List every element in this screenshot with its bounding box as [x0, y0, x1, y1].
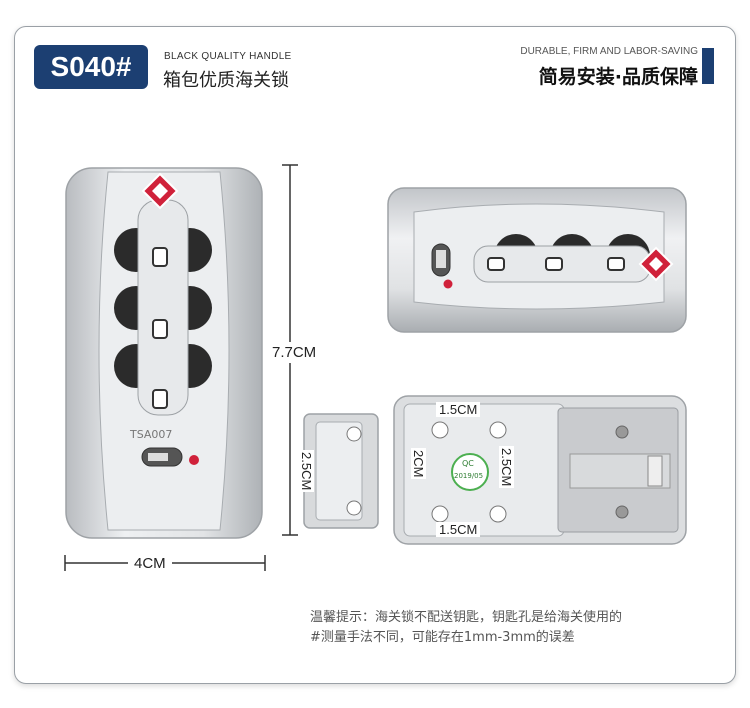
subtitle-cn: 箱包优质海关锁: [163, 70, 289, 91]
qc-sticker-date: 2019/05: [454, 472, 483, 480]
note-line-1: 温馨提示：海关锁不配送钥匙，钥匙孔是给海关使用的: [310, 610, 623, 625]
slogan-accent-bar: [702, 48, 714, 84]
back-inner-label: 2CM: [411, 448, 426, 480]
side-bracket-image: [303, 413, 379, 529]
slogan-en: DURABLE, FIRM AND LABOR-SAVING: [520, 46, 698, 57]
subtitle-en: BLACK QUALITY HANDLE: [164, 51, 292, 62]
back-width-bottom-label: 1.5CM: [436, 522, 481, 537]
qc-sticker-label: QC: [462, 459, 474, 468]
height-dimension-label: 7.7CM: [272, 342, 317, 363]
note-line-2: #测量手法不同，可能存在1mm-3mm的误差: [310, 630, 575, 645]
tsa-engraving: TSA007: [129, 428, 172, 441]
slogan-cn: 简易安装·品质保障: [538, 66, 698, 88]
back-height-label: 2.5CM: [499, 446, 514, 489]
note-text: 温馨提示：海关锁不配送钥匙，钥匙孔是给海关使用的 #测量手法不同，可能存在1mm…: [310, 608, 622, 648]
horizontal-lock-image: [387, 187, 687, 333]
vertical-lock-image: TSA007: [65, 167, 263, 539]
back-width-top-label: 1.5CM: [436, 402, 481, 417]
model-badge: S040#: [34, 45, 148, 89]
side-height-label: 2.5CM: [299, 450, 314, 493]
width-dimension-label: 4CM: [128, 555, 172, 572]
back-view-image: QC 2019/05: [393, 395, 687, 545]
